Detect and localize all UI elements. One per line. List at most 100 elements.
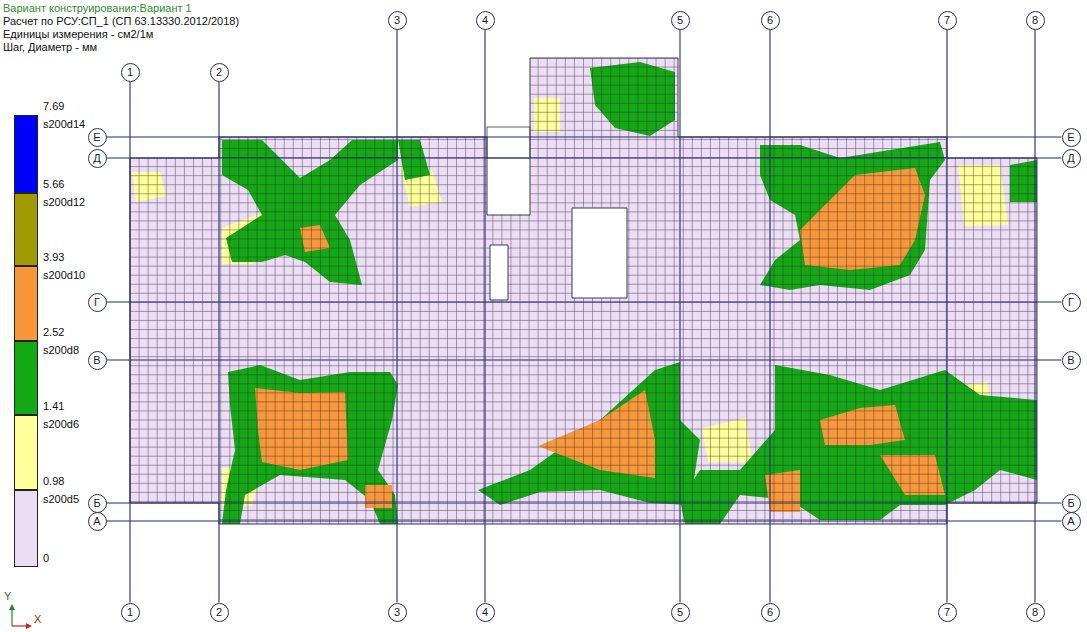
axis-label: А [88,512,107,531]
scale-value: 7.69 [43,100,64,113]
axis-line [218,82,219,603]
legend-swatch [14,341,38,415]
axis-bubble: А [1062,512,1081,531]
header-note: Вариант конструирования:Вариант 1 [3,2,192,15]
reinforcement-zone [538,390,655,478]
axis-bubble: 1 [121,63,140,82]
axis-bubble: Г [88,293,107,312]
axis-label: Е [1062,128,1081,147]
reinforcement-zone [760,142,945,290]
legend-swatch [14,193,38,266]
axis-bubble: В [1062,351,1081,370]
axis-bubble: 4 [476,603,495,622]
axis-label: 4 [476,11,495,30]
scale-value: 3.93 [43,251,64,264]
axis-bubble: 8 [1026,603,1045,622]
axis-line [107,301,1062,302]
axis-label: 4 [476,603,495,622]
axis-bubble: 7 [938,603,957,622]
reinforcement-zone [800,168,925,270]
axis-label: В [1062,351,1081,370]
axis-label: В [88,351,107,370]
opening-outline [487,127,530,158]
axis-label: 7 [938,603,957,622]
axis-line [107,359,1062,360]
reinforcement-zone [702,418,752,462]
header-note: Шаг, Диаметр - мм [3,41,97,54]
contour-fill [120,50,1050,530]
legend-label: s200d12 [43,196,85,209]
axis-line [107,502,1062,503]
legend-swatch [14,490,38,567]
axis-bubble: 3 [388,603,407,622]
axis-label: Г [1062,293,1081,312]
axis-line [946,30,947,603]
axis-label: Е [88,128,107,147]
axis-bubble: 7 [938,11,957,30]
axis-label: 6 [761,603,780,622]
axis-line [769,30,770,603]
axis-label: А [1062,512,1081,531]
axis-label: 2 [210,63,229,82]
axis-label: 1 [121,63,140,82]
reinforcement-zone [222,140,398,285]
scale-value: 0 [43,552,49,565]
axis-label: 2 [210,603,229,622]
reinforcement-zone [1010,160,1037,202]
axis-bubble: 5 [671,11,690,30]
scale-value: 5.66 [43,178,64,191]
axis-label: 7 [938,11,957,30]
axis-label: Д [88,149,107,168]
legend-label: s200d10 [43,269,85,282]
fe-mesh [125,55,1042,528]
legend-label: s200d5 [43,493,79,506]
axis-bubble: Д [1062,149,1081,168]
header-note: Расчет по РСУ:СП_1 (СП 63.13330.2012/201… [3,15,239,28]
axis-bubble: Б [88,494,107,513]
axis-line [107,157,1062,158]
axis-bubble: Г [1062,293,1081,312]
axis-symbol-label: X [34,613,41,626]
axis-bubble: Д [88,149,107,168]
axis-bubble: 2 [210,63,229,82]
axis-label: 3 [388,603,407,622]
reinforcement-zone [398,140,430,180]
legend-label: s200d6 [43,418,79,431]
axis-label: Б [1062,494,1081,513]
axis-symbol [9,604,32,629]
axis-bubble: 6 [761,603,780,622]
scale-value: 0.98 [43,475,64,488]
axis-line [1034,30,1035,603]
axis-line [107,136,1062,137]
axis-bubble: А [88,512,107,531]
axis-bubble: Б [1062,494,1081,513]
slab-outline [130,58,1037,524]
axis-bubble: 1 [121,603,140,622]
axis-bubble: В [88,351,107,370]
axis-label: 1 [121,603,140,622]
axis-label: 3 [388,11,407,30]
axis-bubble: Е [88,128,107,147]
axis-bubble: 6 [761,11,780,30]
axis-label: 6 [761,11,780,30]
scale-value: 2.52 [43,326,64,339]
reinforcement-zone [680,365,1037,524]
reinforcement-zone [222,365,398,524]
axis-line [679,30,680,603]
axis-line [129,82,130,603]
axis-bubble: 3 [388,11,407,30]
axis-bubble: 8 [1026,11,1045,30]
reinforcement-zone [880,455,945,495]
zone-min [120,50,1050,530]
header-note: Единицы измерения - см2/1м [3,28,153,41]
axis-label: 8 [1026,603,1045,622]
legend-swatch [14,115,38,193]
axis-bubble: Е [1062,128,1081,147]
axis-line [484,30,485,603]
reinforcement-zone [590,62,675,136]
legend-label: s200d14 [43,118,85,131]
